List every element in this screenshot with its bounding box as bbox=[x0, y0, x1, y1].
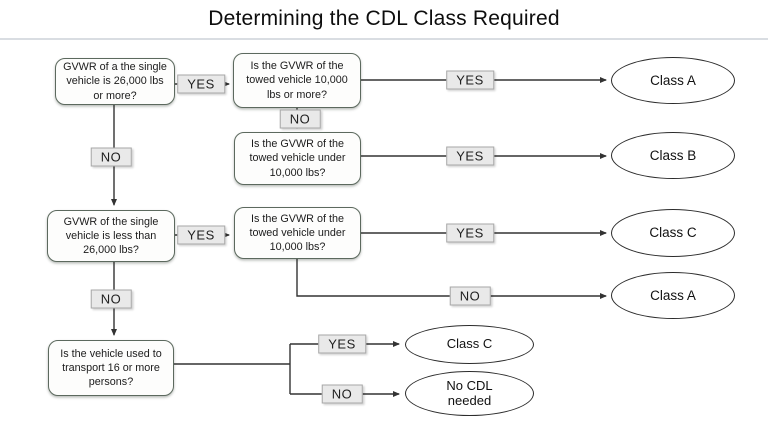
decision-towed-under-10k-classb: Is the GVWR of the towed vehicle under 1… bbox=[234, 132, 361, 185]
page-title: Determining the CDL Class Required bbox=[208, 7, 560, 30]
edge-label-yes-q2-classA: YES bbox=[446, 70, 494, 90]
edge-label-no-q4-q6: NO bbox=[90, 289, 132, 309]
decision-transport-16-persons: Is the vehicle used to transport 16 or m… bbox=[48, 340, 174, 396]
edge-label-yes-q3-classB: YES bbox=[446, 146, 494, 166]
decision-towed-10k-or-more: Is the GVWR of the towed vehicle 10,000 … bbox=[233, 53, 361, 108]
edge-label-yes-q5-classC: YES bbox=[446, 223, 494, 243]
decision-single-vehicle-26k-or-more: GVWR of a the single vehicle is 26,000 l… bbox=[55, 58, 175, 105]
edge-label-yes-q4-q5: YES bbox=[177, 225, 225, 245]
outcome-class-c-right: Class C bbox=[611, 209, 735, 257]
decision-single-vehicle-less-26k: GVWR of the single vehicle is less than … bbox=[47, 210, 175, 262]
decision-towed-under-10k-classc: Is the GVWR of the towed vehicle under 1… bbox=[234, 207, 361, 259]
edge-label-no-q5-classA2: NO bbox=[449, 286, 491, 306]
outcome-class-a-top: Class A bbox=[611, 57, 735, 104]
edge-label-yes-q1-q2: YES bbox=[177, 74, 225, 94]
edge-label-no-q2-q3: NO bbox=[279, 109, 321, 129]
edge-label-yes-q6-classC2: YES bbox=[318, 334, 366, 354]
outcome-no-cdl-needed: No CDL needed bbox=[405, 371, 534, 416]
outcome-class-b: Class B bbox=[611, 132, 735, 179]
outcome-class-a-bottom: Class A bbox=[611, 272, 735, 319]
title-divider bbox=[0, 38, 768, 40]
edge-label-no-q6-nocdl: NO bbox=[321, 384, 363, 404]
edge-label-no-q1-q4: NO bbox=[90, 147, 132, 167]
outcome-class-c-small: Class C bbox=[405, 325, 534, 364]
edge-q5-classA2-line bbox=[296, 259, 607, 299]
